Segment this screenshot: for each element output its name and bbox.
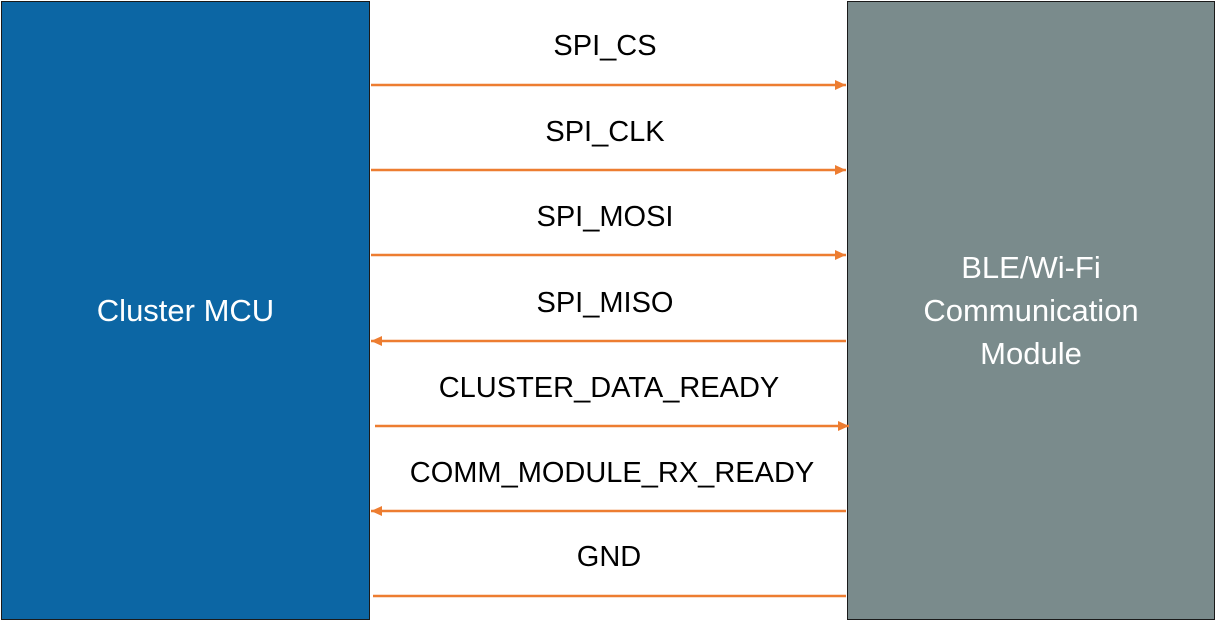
arrowhead-spi-mosi (835, 250, 846, 260)
arrowhead-spi-clk (835, 165, 846, 175)
arrowhead-comm-module-rx-ready (371, 506, 382, 516)
cluster-mcu-label: Cluster MCU (96, 293, 275, 328)
arrowhead-cluster-data-ready (838, 421, 849, 431)
arrowhead-spi-miso (371, 336, 382, 346)
cluster-mcu-block: Cluster MCU (1, 1, 370, 620)
signal-label-gnd: GND (576, 541, 642, 573)
communication-module-label: BLE/Wi-Fi Communication Module (923, 250, 1139, 371)
signal-label-cluster-data-ready: CLUSTER_DATA_READY (438, 372, 780, 404)
arrowhead-spi-cs (835, 80, 846, 90)
signal-label-spi-cs: SPI_CS (553, 30, 657, 62)
signal-label-spi-miso: SPI_MISO (536, 287, 674, 319)
signal-label-spi-mosi: SPI_MOSI (536, 201, 674, 233)
signal-label-comm-module-rx-ready: COMM_MODULE_RX_READY (409, 457, 815, 489)
signal-label-spi-clk: SPI_CLK (545, 116, 665, 148)
communication-module-block: BLE/Wi-Fi Communication Module (847, 1, 1215, 620)
